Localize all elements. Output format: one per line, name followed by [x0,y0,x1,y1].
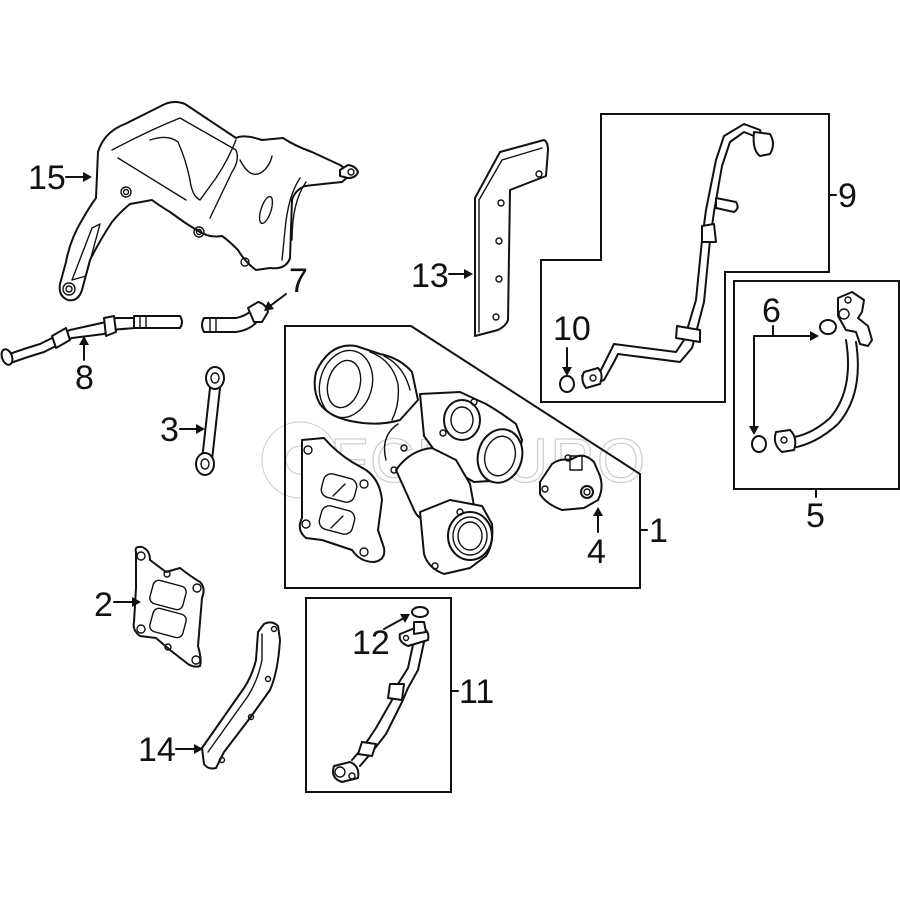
group-11-box [305,597,452,793]
arrowhead-7 [264,301,274,311]
callout-label-6: 6 [762,292,781,330]
callout-5: 5 [806,488,825,535]
callout-15: 15 [28,159,92,197]
callout-4: 4 [587,507,606,571]
arrowhead-6b [749,426,759,435]
callout-9: 9 [828,177,857,215]
arrowhead-6a [810,331,819,341]
group-9-box [540,113,830,403]
callout-label-8: 8 [75,359,94,397]
callout-label-5: 5 [806,497,825,535]
callout-label-1: 1 [649,512,668,550]
part-14-heat-shield-lower[interactable] [201,621,281,770]
group-box-11 [305,597,452,793]
part-10-o-ring[interactable] [559,375,575,393]
callout-1: 1 [639,512,668,550]
arrowhead-13 [464,269,473,279]
part-4-actuator[interactable] [539,454,603,511]
part-12-o-ring[interactable] [411,606,429,618]
arrowhead-14 [194,744,203,754]
part-1-turbocharger[interactable] [298,344,528,575]
arrowhead-12 [400,614,410,623]
part-6-o-ring-upper[interactable] [819,319,837,335]
part-3-bracket-strut[interactable] [195,366,225,476]
part-11-oil-return-line[interactable] [332,606,430,783]
part-5-coolant-line[interactable] [751,291,873,453]
callout-10: 10 [553,310,591,376]
callout-11: 11 [450,673,494,711]
arrowhead-8 [79,336,89,345]
part-9-oil-feed-line[interactable] [559,123,774,393]
callout-12: 12 [352,614,410,662]
part-2-gasket[interactable] [132,545,205,668]
callout-label-4: 4 [587,533,606,571]
leader-line-6 [753,325,813,429]
callout-3: 3 [160,411,205,449]
callout-label-10: 10 [553,310,591,348]
arrowhead-4 [593,507,603,516]
callout-label-2: 2 [94,586,113,624]
callout-label-12: 12 [352,624,390,662]
callout-13: 13 [411,257,473,295]
arrowhead-3 [196,424,205,434]
callout-8: 8 [75,336,94,397]
part-15-heat-shield[interactable] [58,101,359,302]
callout-label-13: 13 [411,257,449,295]
part-13-heat-shield-plate[interactable] [474,139,549,337]
callout-2: 2 [94,586,141,624]
callout-14: 14 [138,731,203,769]
callout-label-14: 14 [138,731,176,769]
callout-label-11: 11 [459,673,494,711]
callout-label-9: 9 [838,177,857,215]
callout-label-7: 7 [289,262,308,300]
callout-6: 6 [749,292,819,435]
callout-7: 7 [264,262,308,311]
callout-label-3: 3 [160,411,179,449]
part-7-hose-connector[interactable] [201,301,269,333]
callout-label-15: 15 [28,159,66,197]
group-box-9 [540,113,830,403]
part-8-breather-hose[interactable] [0,315,183,366]
part-6-o-ring-lower[interactable] [751,435,767,453]
arrowhead-15 [83,172,92,182]
leader-line-12 [383,617,405,630]
arrowhead-2 [132,597,141,607]
arrowhead-10 [562,367,572,376]
leader-line-7 [269,293,287,307]
